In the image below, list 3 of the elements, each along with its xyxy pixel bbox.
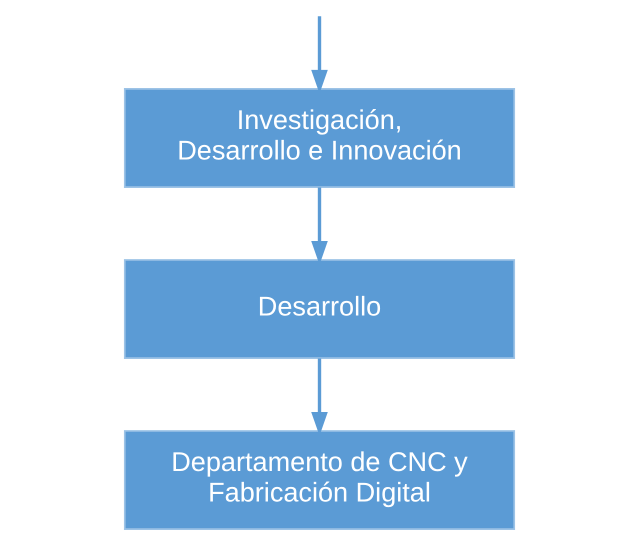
node-box: Investigación, Desarrollo e Innovación: [123, 88, 515, 188]
node-box: Desarrollo: [123, 259, 515, 359]
node-box: Departamento de CNC y Fabricación Digital: [123, 430, 515, 530]
